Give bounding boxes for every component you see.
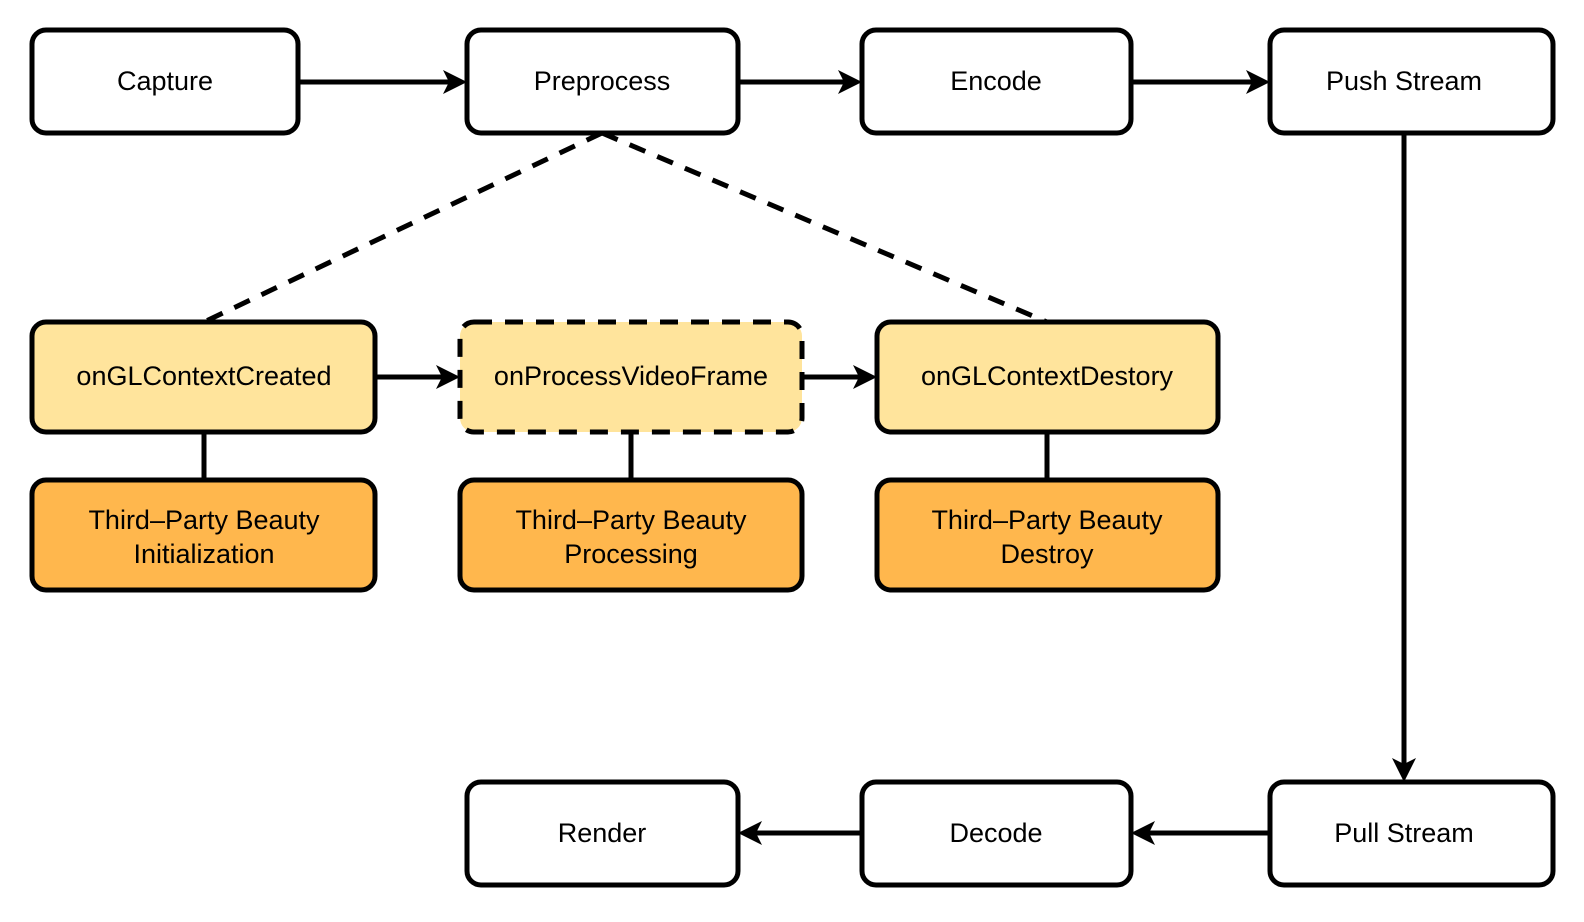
node-on-gl-context-destory[interactable]: onGLContextDestory <box>874 319 1221 435</box>
edge-preprocess-to-encode <box>738 70 862 94</box>
node-beauty-processing-line2: Processing <box>564 539 698 569</box>
edge-encode-to-push-stream <box>1131 70 1270 94</box>
node-on-gl-context-destory-label: onGLContextDestory <box>921 361 1174 391</box>
edge-preprocess-to-destory <box>601 130 1048 325</box>
node-encode[interactable]: Encode <box>859 27 1134 136</box>
node-capture[interactable]: Capture <box>29 27 301 136</box>
node-preprocess[interactable]: Preprocess <box>464 27 741 136</box>
edge-process-to-destory <box>802 365 877 389</box>
node-on-gl-context-created-label: onGLContextCreated <box>76 361 331 391</box>
node-beauty-initialization-line1: Third–Party Beauty <box>88 505 320 535</box>
node-beauty-initialization-line2: Initialization <box>133 539 274 569</box>
node-render[interactable]: Render <box>464 779 741 888</box>
node-beauty-initialization[interactable]: Third–Party Beauty Initialization <box>29 477 378 593</box>
node-encode-label: Encode <box>950 66 1042 96</box>
edge-decode-to-render <box>738 821 862 845</box>
node-preprocess-label: Preprocess <box>534 66 671 96</box>
edge-pull-stream-to-decode <box>1131 821 1270 845</box>
node-beauty-processing[interactable]: Third–Party Beauty Processing <box>457 477 805 593</box>
node-beauty-processing-line1: Third–Party Beauty <box>515 505 747 535</box>
edge-created-to-process <box>375 365 460 389</box>
node-decode[interactable]: Decode <box>859 779 1134 888</box>
node-pull-stream-label: Pull Stream <box>1334 818 1474 848</box>
node-beauty-destroy-line1: Third–Party Beauty <box>931 505 1163 535</box>
callback-row: onGLContextCreated onProcessVideoFrame o… <box>29 319 1221 435</box>
edge-preprocess-to-created <box>202 130 604 325</box>
node-on-gl-context-created[interactable]: onGLContextCreated <box>29 319 378 435</box>
node-push-stream[interactable]: Push Stream <box>1267 27 1556 136</box>
edge-capture-to-preprocess <box>298 70 467 94</box>
node-pull-stream[interactable]: Pull Stream <box>1267 779 1556 888</box>
node-capture-label: Capture <box>117 66 213 96</box>
node-beauty-destroy[interactable]: Third–Party Beauty Destroy <box>874 477 1221 593</box>
node-on-process-video-frame-label: onProcessVideoFrame <box>494 361 768 391</box>
node-beauty-destroy-line2: Destroy <box>1000 539 1094 569</box>
beauty-row: Third–Party Beauty Initialization Third–… <box>29 477 1221 593</box>
node-push-stream-label: Push Stream <box>1326 66 1482 96</box>
edge-layer <box>201 70 1416 845</box>
playback-row: Render Decode Pull Stream <box>464 779 1556 888</box>
node-render-label: Render <box>558 818 647 848</box>
edge-push-stream-to-pull-stream <box>1392 133 1416 782</box>
node-decode-label: Decode <box>949 818 1042 848</box>
pipeline-row: Capture Preprocess Encode Push Stream <box>29 27 1556 136</box>
node-on-process-video-frame[interactable]: onProcessVideoFrame <box>457 319 805 435</box>
